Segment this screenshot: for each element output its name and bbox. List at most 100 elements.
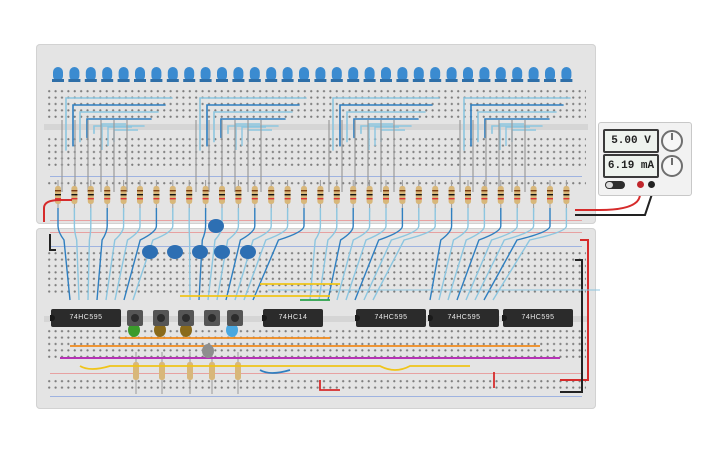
led-base (84, 79, 97, 82)
led-base (199, 79, 212, 82)
data-wire (225, 208, 256, 301)
power-rail-negative (50, 176, 582, 177)
pushbutton-2[interactable] (153, 310, 169, 326)
power-rail-positive (50, 220, 582, 221)
ground-wire (575, 193, 653, 216)
resistor-band (350, 194, 357, 196)
led-wire (241, 126, 266, 146)
hole-grid-upper (46, 88, 586, 118)
resistor-band (251, 198, 258, 200)
voltage-knob[interactable] (661, 130, 683, 152)
chip-notch (262, 315, 267, 321)
led-base (462, 79, 474, 82)
ceramic-capacitor (192, 245, 208, 259)
data-wire (429, 208, 453, 301)
resistor-band (547, 190, 553, 192)
led-base (330, 79, 343, 82)
resistor-band (104, 190, 111, 192)
ceramic-capacitor (240, 245, 256, 259)
led-base (248, 79, 261, 82)
pushbutton-1[interactable] (127, 310, 143, 326)
ground-wire (49, 234, 56, 251)
pushbutton-3[interactable] (178, 310, 194, 326)
data-wire (87, 208, 92, 301)
pushbutton-5[interactable] (227, 310, 243, 326)
led-base (101, 79, 114, 82)
resistor-band (415, 190, 422, 192)
led-wire (101, 123, 126, 150)
resistor-band (268, 190, 275, 192)
led (430, 67, 441, 81)
resistor-band (87, 190, 94, 192)
led (233, 67, 244, 81)
led-base (281, 79, 294, 82)
resistor-band (169, 194, 176, 196)
led (348, 67, 359, 81)
data-wire (57, 208, 71, 301)
positive-terminal[interactable] (637, 181, 644, 188)
led (397, 67, 408, 81)
led-wire (65, 97, 173, 151)
data-wire (318, 208, 338, 301)
resistor-band (317, 194, 324, 196)
resistor-band (465, 198, 471, 200)
resistor-band (169, 198, 176, 200)
led (184, 67, 195, 81)
led (331, 67, 342, 81)
data-wire (188, 208, 191, 301)
hole-grid-lower (46, 136, 586, 170)
power-switch[interactable] (605, 181, 625, 189)
resistor-band (120, 190, 127, 192)
led (53, 67, 63, 81)
resistor-row (55, 180, 570, 394)
resistor-band (383, 198, 389, 200)
data-wire (483, 208, 551, 301)
resistor-band (301, 198, 307, 200)
negative-terminal[interactable] (648, 181, 655, 188)
resistor-band (186, 190, 193, 192)
resistor-band (55, 190, 61, 192)
led-base (396, 79, 409, 82)
ceramic-capacitor (208, 219, 224, 233)
led-wire (220, 118, 286, 139)
pushbutton-4[interactable] (204, 310, 220, 326)
led-base (166, 79, 179, 82)
led (446, 67, 457, 81)
led (561, 67, 572, 81)
data-wire (474, 208, 535, 301)
shift-register-chip[interactable]: 74HC595 (502, 309, 573, 327)
data-wire (465, 208, 518, 301)
shift-register-chip[interactable]: 74HC595 (428, 309, 499, 327)
led-wire (107, 126, 132, 146)
power-supply[interactable]: 5.00 V 6.19 mA (598, 122, 692, 196)
shift-register-chip[interactable]: 74HC595 (355, 309, 426, 327)
schmitt-inverter-chip[interactable]: 74HC14 (262, 309, 323, 327)
resistor-band (153, 194, 160, 196)
resistor-band (301, 194, 307, 196)
current-knob[interactable] (661, 155, 683, 177)
shift-register-chip[interactable]: 74HC595 (50, 309, 121, 327)
resistor-band (87, 198, 94, 200)
led-wire (380, 129, 405, 142)
led (364, 67, 375, 81)
center-channel (44, 124, 588, 130)
resistor-band (415, 194, 422, 196)
led-wire (511, 129, 536, 142)
led-base (68, 79, 81, 82)
resistor-band (497, 190, 504, 192)
resistor-band (350, 198, 357, 200)
led (495, 67, 506, 81)
resistor-band (432, 190, 439, 192)
data-wire (73, 208, 80, 301)
led-wire (235, 123, 260, 150)
led (102, 67, 113, 81)
chip-label: 74HC595 (374, 314, 408, 321)
led (151, 67, 162, 81)
led-base (52, 79, 64, 82)
power-wire (43, 199, 72, 222)
led-base (117, 79, 130, 82)
chip-notch (50, 315, 55, 321)
resistor-band (481, 194, 488, 196)
resistor-band (219, 194, 225, 196)
chip-label: 74HC595 (521, 314, 555, 321)
